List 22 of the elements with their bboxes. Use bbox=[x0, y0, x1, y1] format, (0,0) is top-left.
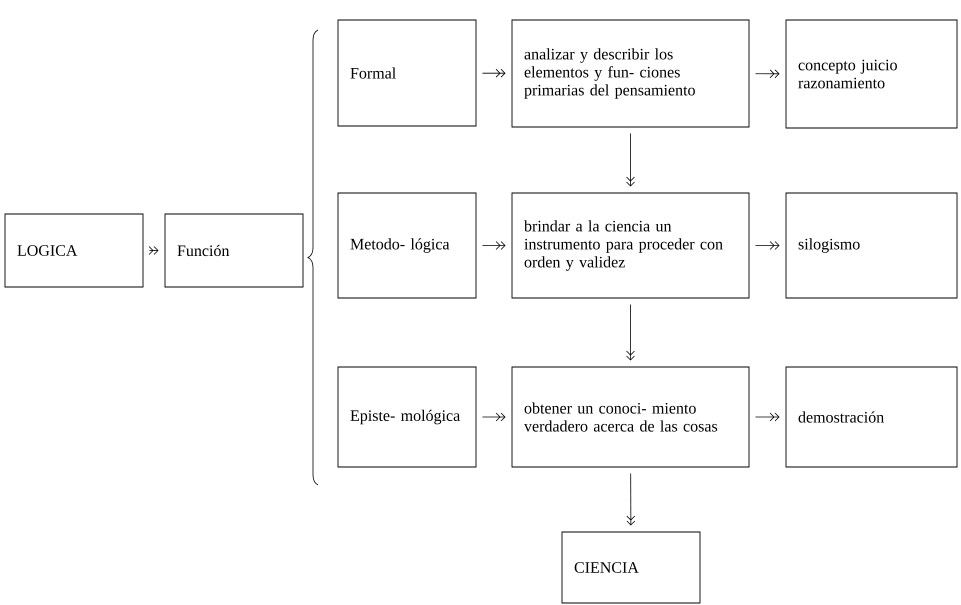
process-box: Formal bbox=[338, 20, 476, 126]
process-box: obtener un conoci- miento verdadero acerca de las cosas bbox=[512, 366, 750, 468]
process-box: Episte- mológica bbox=[338, 366, 476, 468]
arrow bbox=[482, 68, 506, 78]
process-box: silogismo bbox=[786, 192, 958, 298]
process-box: LOGICA bbox=[4, 214, 144, 288]
process-box: Metodo- lógica bbox=[338, 192, 476, 298]
arrow bbox=[626, 473, 636, 526]
arrow bbox=[755, 69, 780, 78]
arrow bbox=[755, 412, 780, 422]
process-box: CIENCIA bbox=[562, 532, 700, 604]
arrow bbox=[482, 241, 506, 250]
process-box: demostración bbox=[786, 366, 958, 468]
process-box: analizar y describir los elementos y fun- ciones primarias del pensamiento bbox=[512, 20, 750, 128]
arrow bbox=[626, 133, 635, 187]
arrow bbox=[755, 241, 780, 250]
process-box: concepto juicio razonamiento bbox=[786, 20, 958, 128]
arrow bbox=[148, 246, 159, 255]
process-box: brindar a la ciencia un instrumento para proceder con orden y validez bbox=[512, 192, 750, 298]
process-box: Función bbox=[164, 214, 304, 288]
arrow bbox=[482, 412, 506, 422]
arrow bbox=[626, 304, 635, 361]
